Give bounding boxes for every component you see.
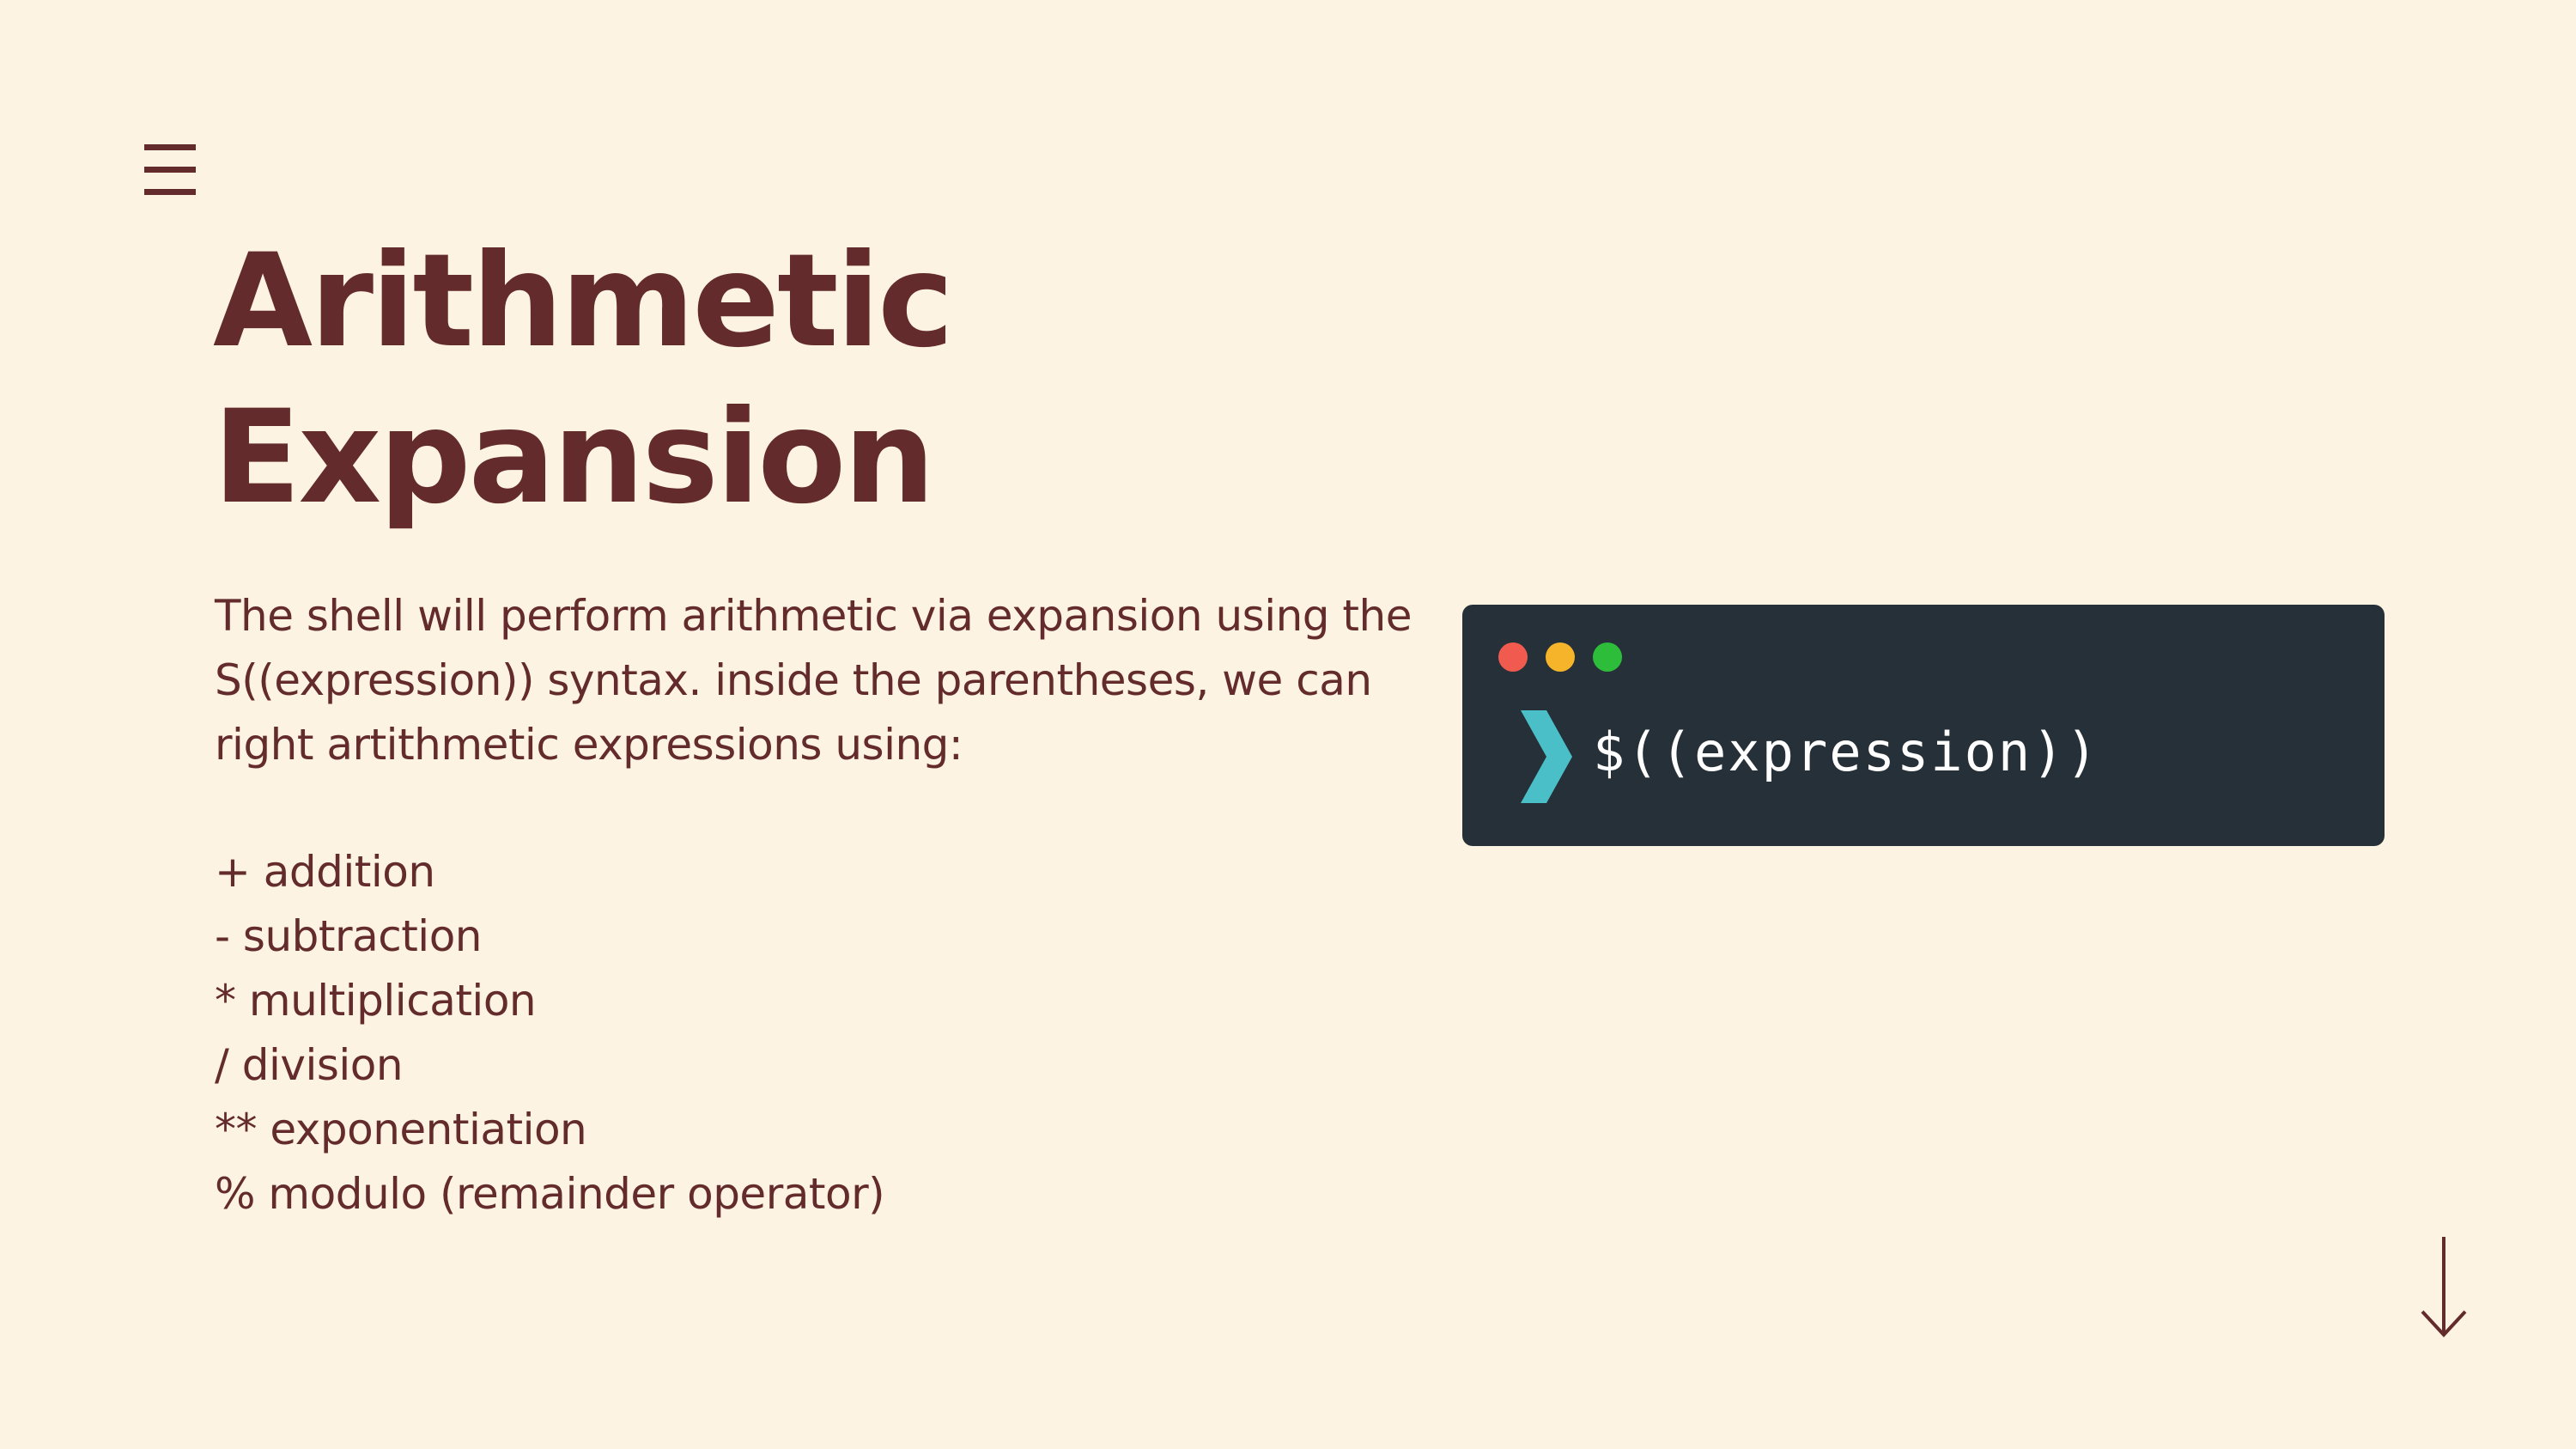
operator-list: + addition - subtraction * multiplicatio… [215, 840, 885, 1227]
operator-item-subtraction: - subtraction [215, 911, 482, 961]
operator-item-multiplication: * multiplication [215, 976, 537, 1026]
page-title: Arithmetic Expansion [213, 223, 954, 536]
minimize-dot-icon [1546, 642, 1575, 672]
description-text: The shell will perform arithmetic via ex… [215, 584, 1434, 777]
terminal-command: $((expression)) [1593, 721, 2099, 783]
close-dot-icon [1498, 642, 1528, 672]
operator-item-addition: + addition [215, 847, 435, 897]
arrow-down-icon [2421, 1237, 2467, 1337]
hamburger-menu-icon [144, 144, 196, 195]
maximize-dot-icon [1593, 642, 1622, 672]
page-title-line-1: Arithmetic [213, 227, 954, 376]
terminal-window: $((expression)) [1462, 605, 2385, 846]
operator-item-modulo: % modulo (remainder operator) [215, 1169, 885, 1219]
next-slide-button[interactable] [2420, 1237, 2468, 1338]
menu-button[interactable] [144, 144, 197, 198]
prompt-chevron-icon [1521, 710, 1572, 803]
operator-item-exponentiation: ** exponentiation [215, 1105, 587, 1154]
description-paragraph: The shell will perform arithmetic via ex… [215, 591, 1412, 770]
page-title-line-2: Expansion [213, 383, 935, 533]
operator-item-division: / division [215, 1040, 404, 1090]
